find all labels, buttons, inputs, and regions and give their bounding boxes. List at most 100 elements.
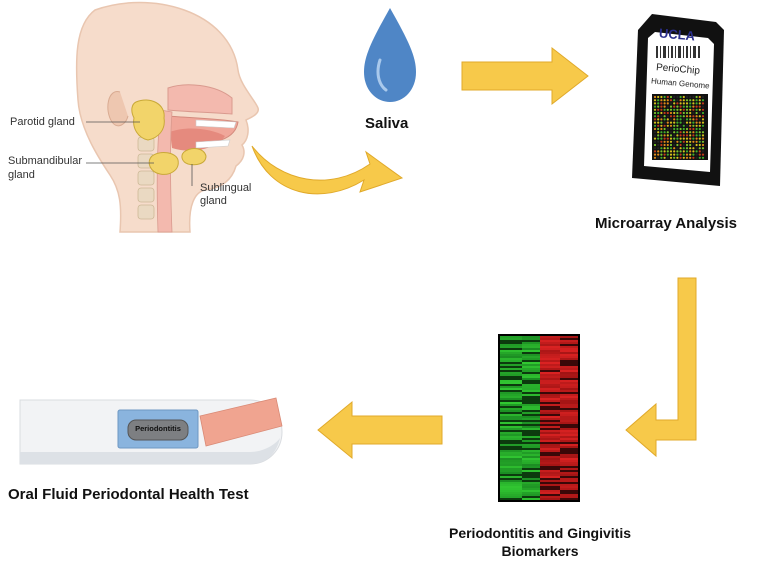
- chip-spot: [673, 153, 676, 156]
- chip-spot: [701, 134, 705, 137]
- chip-spot: [679, 134, 682, 137]
- chip-spot: [666, 127, 669, 131]
- chip-spot: [663, 102, 666, 105]
- chip-spot: [695, 153, 698, 156]
- heatmap-cell: [560, 408, 578, 410]
- heatmap-cell: [540, 358, 560, 360]
- chip-spot: [657, 102, 660, 105]
- heatmap-cell: [522, 352, 540, 354]
- heatmap-cell: [500, 342, 522, 344]
- test-strip-window-label: Periodontitis: [135, 424, 181, 433]
- chip-spot: [660, 137, 663, 140]
- heatmap-cell: [522, 346, 540, 348]
- chip-spot: [666, 156, 669, 159]
- heatmap-cell: [500, 462, 522, 464]
- chip-spot: [669, 115, 673, 118]
- chip-spot: [692, 150, 695, 153]
- heatmap-cell: [560, 470, 578, 472]
- heatmap-cell: [500, 356, 522, 358]
- heatmap-cell: [522, 362, 540, 364]
- heatmap-cell: [540, 340, 560, 342]
- heatmap-cell: [540, 456, 560, 458]
- heatmap-cell: [540, 486, 560, 488]
- chip-spot: [692, 127, 695, 131]
- chip-spot: [657, 127, 660, 131]
- chip-spot: [685, 115, 689, 118]
- chip-spot: [663, 150, 666, 153]
- chip-spot: [701, 124, 705, 127]
- heatmap-cell: [500, 370, 522, 372]
- chip-spot: [698, 153, 701, 156]
- chip-spot: [673, 143, 676, 147]
- chip-spot: [660, 131, 663, 134]
- chip-spot: [657, 137, 660, 140]
- heatmap-cell: [560, 354, 578, 356]
- test-strip-icon: [19, 397, 283, 465]
- heatmap-cell: [560, 364, 578, 366]
- heatmap-cell: [522, 422, 540, 424]
- chip-spot: [685, 108, 689, 111]
- heatmap-cell: [560, 432, 578, 434]
- chip-spot: [660, 140, 663, 143]
- heatmap-cell: [500, 398, 522, 400]
- chip-spot: [657, 153, 660, 156]
- chip-spot: [679, 115, 682, 118]
- heatmap-cell: [560, 392, 578, 394]
- chip-spot: [698, 118, 701, 121]
- submandibular-gland-label-line2: gland: [8, 169, 35, 181]
- heatmap-cell: [522, 386, 540, 388]
- chip-spot: [676, 140, 679, 143]
- chip-spot: [666, 143, 669, 147]
- chip-spot: [679, 95, 682, 99]
- chip-spot: [701, 118, 705, 121]
- chip-spot: [666, 108, 669, 111]
- chip-spot: [685, 153, 689, 156]
- heatmap-cell: [500, 482, 522, 484]
- chip-spot: [657, 99, 660, 102]
- heatmap-cell: [540, 422, 560, 424]
- chip-spot: [689, 108, 692, 111]
- heatmap-cell: [500, 496, 522, 498]
- heatmap-cell: [500, 418, 522, 420]
- heatmap-cell: [560, 452, 578, 454]
- heatmap-cell: [540, 396, 560, 398]
- heatmap-cell: [522, 482, 540, 484]
- heatmap-cell: [540, 410, 560, 412]
- heatmap-cell: [500, 402, 522, 404]
- chip-spot: [695, 105, 698, 108]
- heatmap-cell: [500, 386, 522, 388]
- chip-spot: [679, 137, 682, 140]
- submandibular-gland-label-line1: Submandibular: [8, 155, 82, 167]
- chip-spot: [653, 134, 657, 137]
- chip-spot: [666, 147, 669, 150]
- heatmap-cell: [522, 440, 540, 442]
- heatmap-cell: [540, 338, 560, 340]
- heatmap-cell: [540, 432, 560, 434]
- heatmap-cell: [560, 358, 578, 360]
- heatmap-cell: [560, 346, 578, 348]
- curved-arrow-icon: [251, 145, 404, 195]
- heatmap-cell: [522, 476, 540, 478]
- heatmap-cell: [540, 362, 560, 364]
- heatmap-cell: [540, 348, 560, 350]
- chip-spot: [657, 121, 660, 124]
- chip-spot: [669, 137, 673, 140]
- chip-spot: [663, 153, 666, 156]
- chip-spot: [660, 150, 663, 153]
- chip-spot: [689, 118, 692, 121]
- chip-spot: [689, 140, 692, 143]
- chip-spot: [689, 131, 692, 134]
- heatmap-cell: [500, 382, 522, 384]
- heatmap-cell: [522, 384, 540, 386]
- chip-spot: [685, 124, 689, 127]
- chip-spot: [698, 131, 701, 134]
- chip-spot: [657, 124, 660, 127]
- chip-spot: [701, 105, 705, 108]
- chip-spot: [657, 108, 660, 111]
- heatmap-cell: [500, 352, 522, 354]
- heatmap-cell: [522, 400, 540, 402]
- heatmap-cell: [540, 412, 560, 414]
- heatmap-cell: [500, 392, 522, 394]
- heatmap-cell: [500, 364, 522, 366]
- chip-spot: [669, 131, 673, 134]
